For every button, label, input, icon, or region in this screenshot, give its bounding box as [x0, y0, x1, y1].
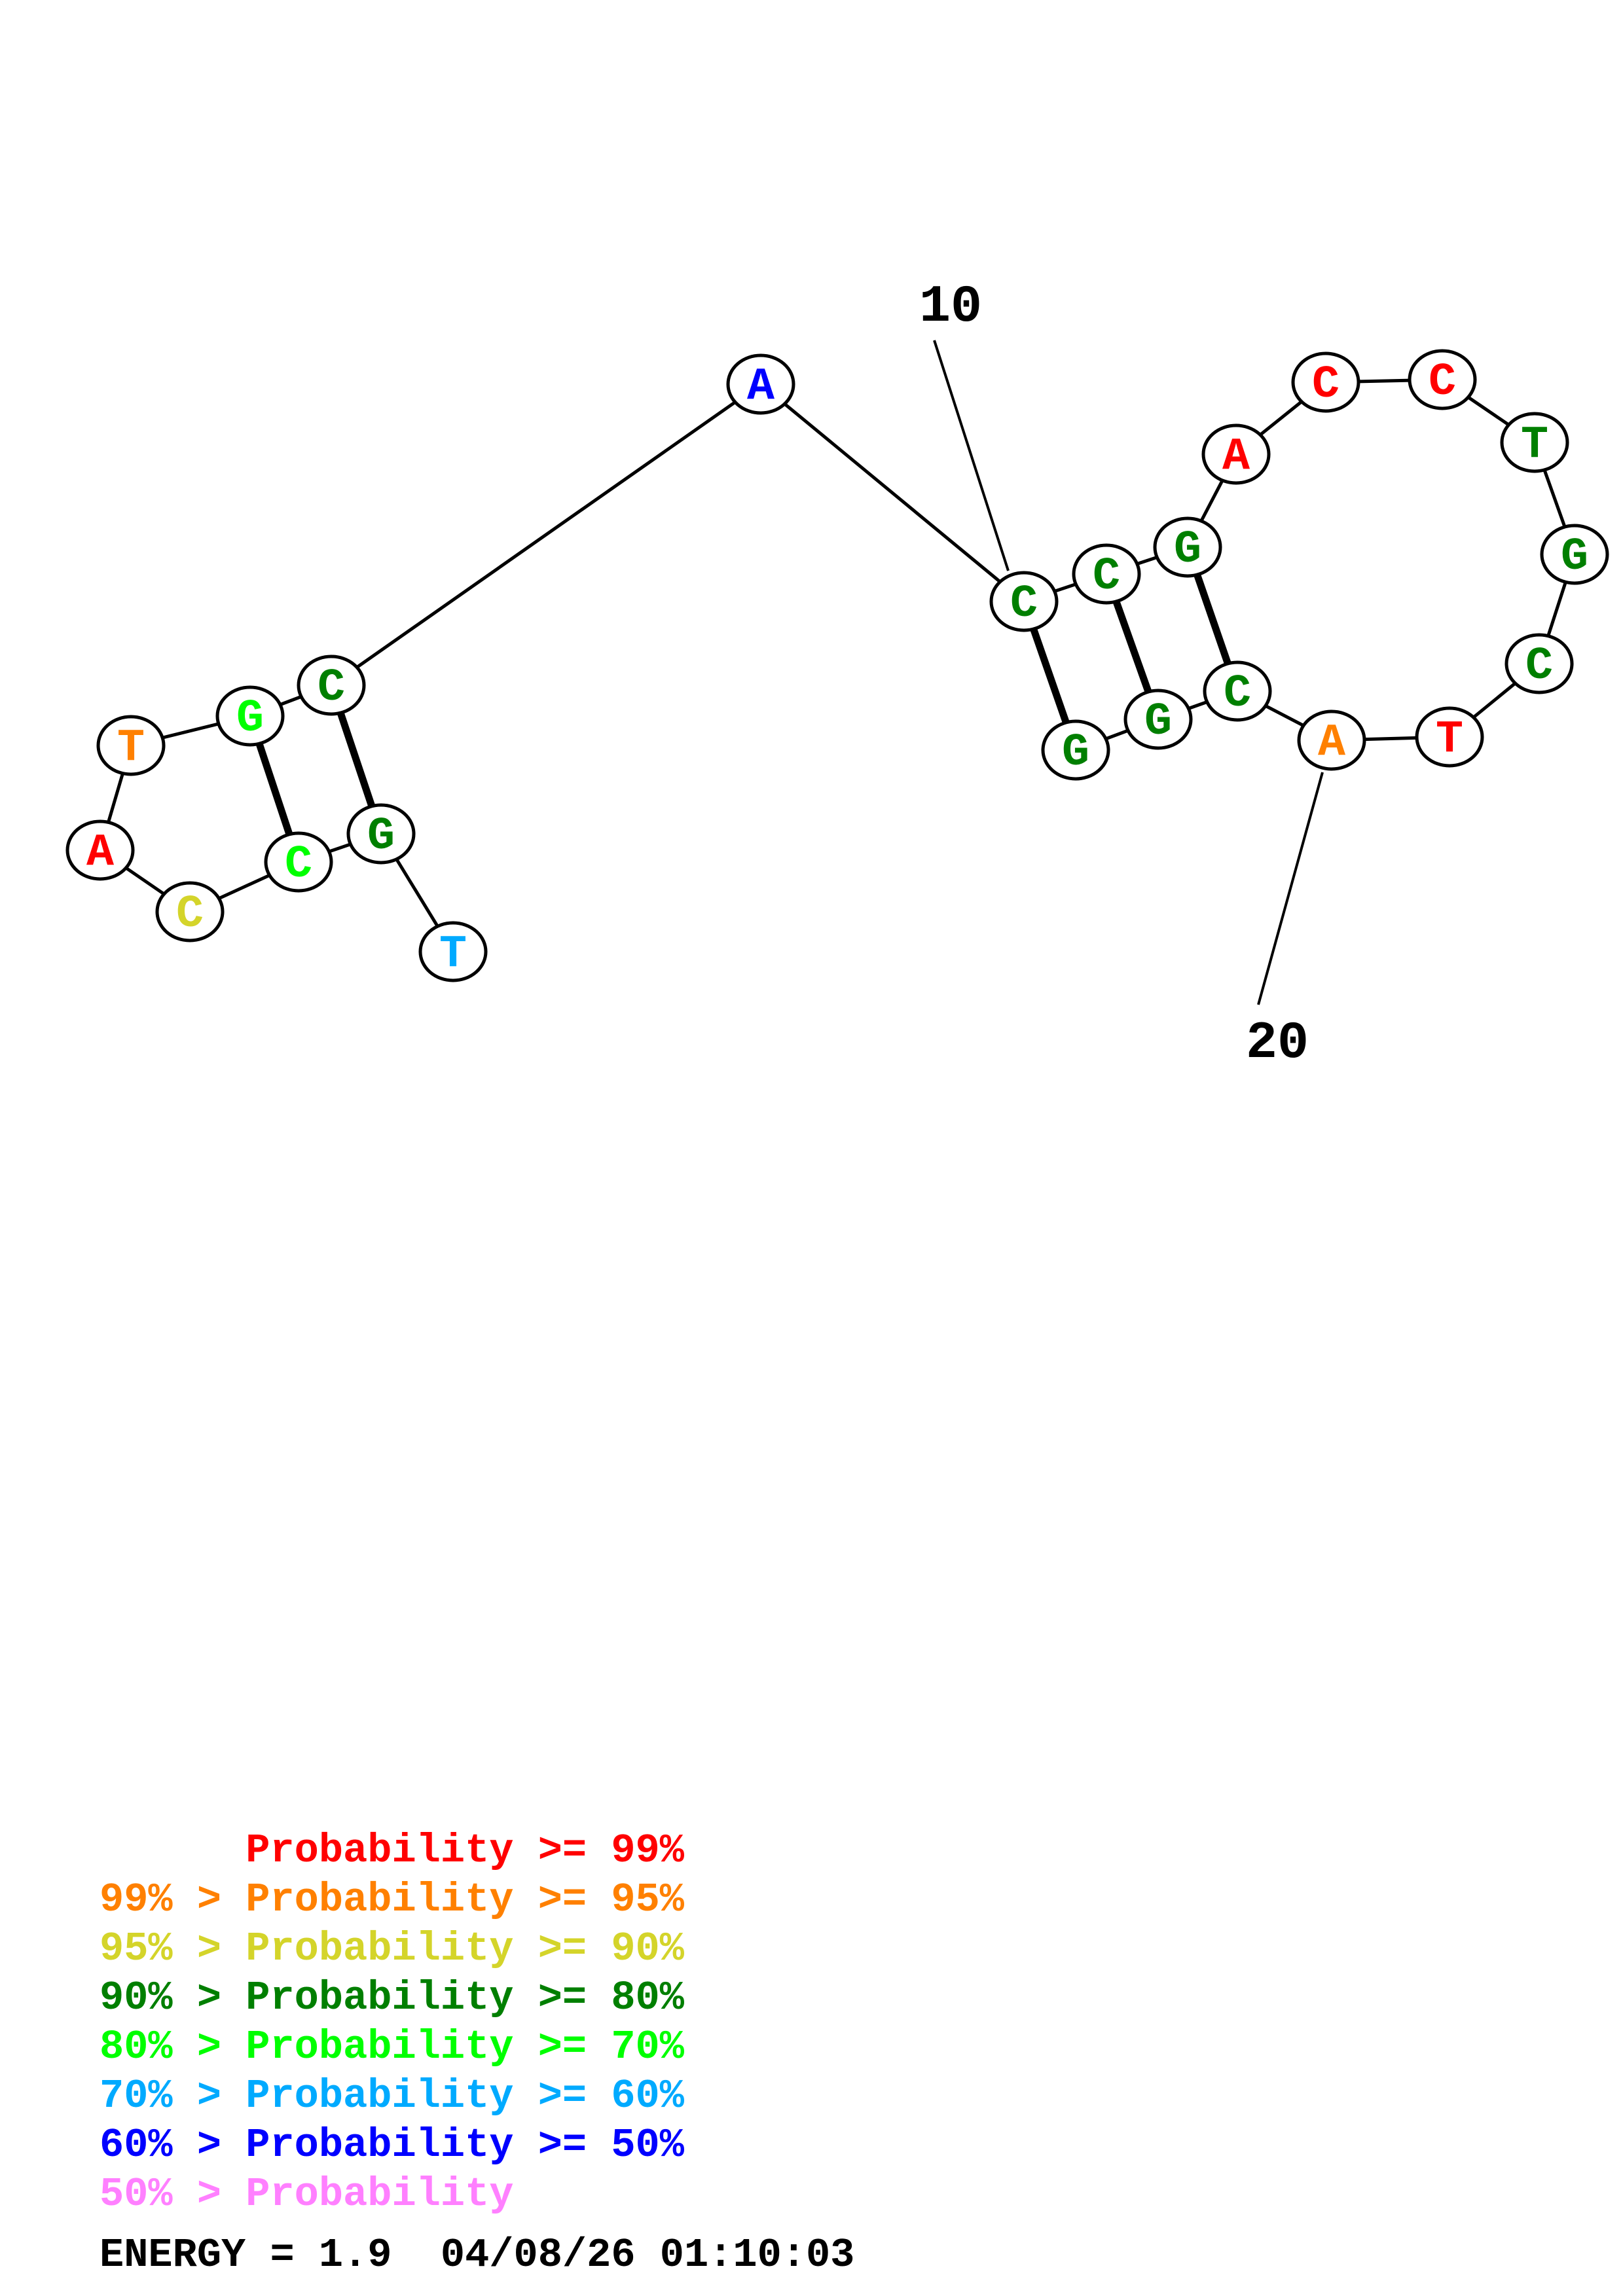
nucleotide-letter: C: [1093, 551, 1120, 603]
nucleotide-node: C: [155, 881, 225, 942]
nucleotide-circle: [96, 715, 166, 776]
nucleotide-letter: G: [367, 811, 395, 863]
nucleotide-letter: A: [86, 827, 114, 879]
nucleotide-circle: [297, 655, 366, 716]
legend-entry: 70% > Probability >= 60%: [100, 2073, 684, 2119]
nucleotide-node: C: [1203, 660, 1272, 722]
nucleotide-circle: [1072, 543, 1141, 605]
legend-entry: 95% > Probability >= 90%: [100, 1926, 684, 1972]
backbone-segment: [759, 383, 1025, 603]
nucleotide-letter: A: [747, 361, 775, 413]
legend-entry: 80% > Probability >= 70%: [100, 2024, 684, 2070]
nucleotide-node: G: [1123, 689, 1193, 750]
nucleotide-node: A: [1201, 423, 1271, 485]
legend-entry: 99% > Probability >= 95%: [100, 1876, 684, 1923]
nucleotide-node: C: [989, 571, 1059, 632]
nucleotide-node: T: [96, 715, 166, 776]
probability-legend: Probability >= 99%99% > Probability >= 9…: [100, 1826, 684, 2219]
nucleotide-node: A: [726, 353, 795, 415]
nucleotide-node: G: [346, 803, 416, 865]
nucleotide-letter: G: [1144, 696, 1172, 748]
nucleotide-letter: T: [439, 929, 467, 980]
nucleotide-circle: [989, 571, 1059, 632]
nucleotide-circle: [1415, 706, 1484, 768]
nucleotide-node: G: [1540, 524, 1609, 585]
nucleotide-letter: T: [1521, 420, 1548, 471]
nucleotide-letter: T: [1436, 714, 1463, 766]
nucleotide-circle: [1297, 709, 1366, 771]
position-ticks: 10 20: [919, 278, 1324, 1073]
nucleotide-node: T: [1415, 706, 1484, 768]
position-label: 10: [919, 278, 982, 337]
nucleotide-letter: C: [1224, 668, 1251, 720]
nucleotide-letter: G: [236, 693, 264, 745]
nucleotide-node: T: [1500, 412, 1569, 473]
position-tick-line: [933, 340, 1010, 571]
nucleotide-node: T: [418, 921, 488, 982]
legend-entry: Probability >= 99%: [100, 1827, 684, 1874]
nucleotide-letter: C: [1312, 359, 1340, 411]
nucleotide-letter: A: [1222, 431, 1250, 483]
nucleotide-letter: C: [176, 889, 204, 941]
nucleotide-node: G: [1041, 719, 1110, 781]
nucleotide-circle: [346, 803, 416, 865]
nucleotide-letter: T: [117, 723, 145, 774]
position-label: 20: [1246, 1014, 1309, 1073]
nucleotide-circle: [1203, 660, 1272, 722]
nucleotide-letter: G: [1062, 727, 1089, 779]
nucleotide-letter: C: [1525, 641, 1553, 692]
nucleotide-node: A: [1297, 709, 1366, 771]
nucleotide-circle: [1041, 719, 1110, 781]
nucleotide-circle: [418, 921, 488, 982]
nucleotide-letter: C: [285, 839, 312, 891]
nucleotide-circle: [1500, 412, 1569, 473]
nucleotide-letter: C: [1010, 579, 1038, 630]
nucleotide-circle: [1291, 351, 1360, 413]
nucleotide-circle: [1504, 633, 1574, 694]
nucleotide-circle: [264, 831, 333, 893]
nucleotide-letter: G: [1561, 531, 1588, 583]
nucleotide-node: G: [1153, 516, 1222, 578]
nucleotide-circle: [65, 819, 135, 881]
nucleotide-letter: C: [1429, 357, 1456, 408]
backbone-segment: [330, 382, 762, 687]
nucleotide-letter: G: [1174, 524, 1201, 576]
nucleotide-circle: [1123, 689, 1193, 750]
position-tick-line: [1257, 772, 1324, 1005]
nucleotide-letter: A: [1318, 717, 1345, 769]
nucleotide-node: G: [215, 685, 285, 747]
nucleotide-circle: [1540, 524, 1609, 585]
nucleotide-node: C: [1408, 349, 1477, 410]
nucleotide-circle: [1153, 516, 1222, 578]
nucleotide-node: C: [1504, 633, 1574, 694]
energy-timestamp: ENERGY = 1.9 04/08/26 01:10:03: [100, 2232, 855, 2278]
nucleotide-circle: [726, 353, 795, 415]
nucleotide-node: C: [297, 655, 366, 716]
nucleotide-circle: [155, 881, 225, 942]
nucleotide-circle: [215, 685, 285, 747]
nucleotide-node: C: [1072, 543, 1141, 605]
legend-entry: 90% > Probability >= 80%: [100, 1975, 684, 2021]
nucleotide-letter: C: [318, 662, 345, 714]
legend-entry: 60% > Probability >= 50%: [100, 2122, 684, 2168]
nucleotide-node: C: [1291, 351, 1360, 413]
legend-entry: 50% > Probability: [100, 2171, 514, 2217]
nucleotide-circle: [1408, 349, 1477, 410]
nucleotide-node: C: [264, 831, 333, 893]
nucleotide-circle: [1201, 423, 1271, 485]
nucleotide-node: A: [65, 819, 135, 881]
